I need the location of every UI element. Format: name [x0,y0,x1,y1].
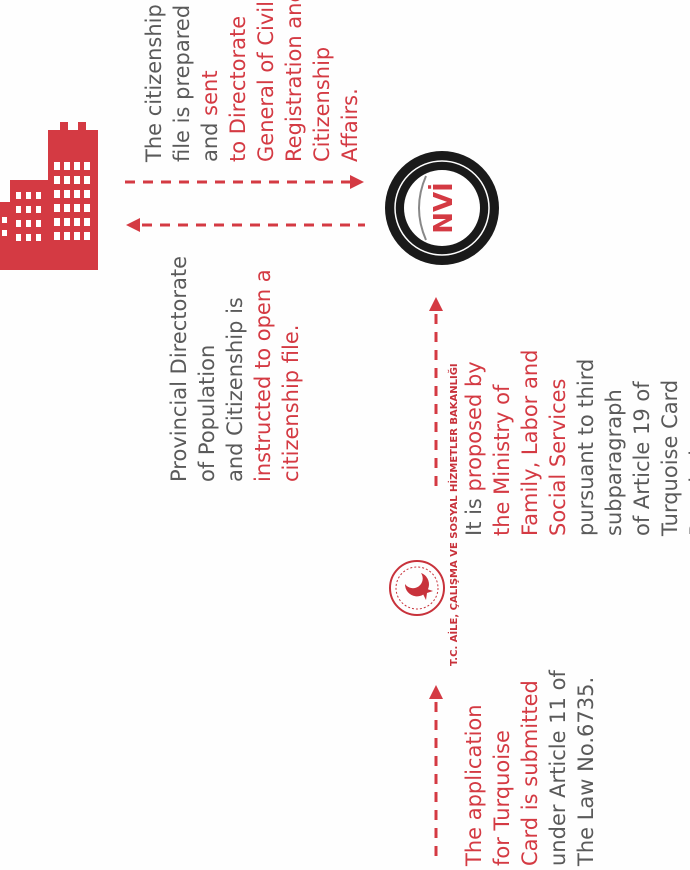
text-line: Provincial Directorate [165,256,193,482]
highlighted-text: Card is submitted [518,680,542,866]
text-line: file is prepared [168,0,196,162]
arrow-proposed-up [429,297,443,487]
plain-text: Provincial Directorate [167,255,191,482]
text-line: It is proposed by [460,350,488,536]
text-line: Citizenship [308,0,336,162]
plain-text: Turquoise Card [658,379,682,536]
plain-text: pursuant to third [574,358,598,536]
ministry-emblem [389,560,445,616]
plain-text: of Article 19 of [630,381,654,536]
text-line: pursuant to third [572,350,600,536]
text-line: citizenship file. [277,256,305,482]
plain-text: The Law No.6735. [574,676,598,866]
text-line: to Directorate [224,0,252,162]
plain-text: of Population [195,344,219,482]
text-line: for Turquoise [488,670,516,866]
highlighted-text: Citizenship [310,46,334,162]
text-line: and Citizenship is [221,256,249,482]
highlighted-text: Affairs. [338,88,362,162]
ministry-name-line2: SOSYAL HİZMETLER BAKANLIĞI [449,363,460,539]
plain-text: Regulation. [686,417,690,536]
highlighted-text: Social Services [546,378,570,537]
highlighted-text: to Directorate [226,15,250,162]
text-line: General of Civil [252,0,280,162]
highlighted-text: instructed to open a [251,269,275,482]
text-line: under Article 11 of [544,670,572,866]
highlighted-text: sent [198,70,222,116]
arrow-application-up [429,685,443,862]
highlighted-text: Registration and [282,0,306,162]
text-line: of Population [193,256,221,482]
plain-text: file is prepared [170,4,194,162]
highlighted-text: for Turquoise [490,730,514,866]
nvi-logo: NVİ [385,151,499,265]
text-line: Regulation. [684,350,690,536]
text-line: Card is submitted [516,670,544,866]
text-line: Family, Labor and [516,350,544,537]
text-line: The citizenship [140,0,168,162]
text-line: Affairs. [336,0,364,162]
highlighted-text: the Ministry of [490,384,514,536]
text-line: The Law No.6735. [572,670,600,866]
highlighted-text: citizenship file. [279,324,303,482]
text-line: The application [460,670,488,866]
plain-text: and Citizenship is [223,297,247,482]
text-line: subparagraph [600,350,628,536]
plain-text: and [198,115,222,162]
plain-text: The citizenship [142,4,166,162]
arrow-to-building [126,218,365,232]
text-line: instructed to open a [249,256,277,482]
text-line: and sent [196,0,224,162]
ministry-name-line1: T.C. AİLE, ÇALIŞMA VE [449,542,460,666]
text-line: the Ministry of [488,350,516,536]
text-line: Social Services [544,350,572,537]
svg-text:NVİ: NVİ [427,182,459,234]
text-line: Registration and [280,0,308,162]
highlighted-text: General of Civil [254,1,278,162]
plain-text: under Article 11 of [546,670,570,866]
highlighted-text: The application [462,704,486,866]
arrow-to-nvi [125,175,364,189]
text-line: Turquoise Card [656,350,684,536]
highlighted-text: proposed by [462,361,486,492]
highlighted-text: Family, Labor and [518,349,542,537]
plain-text: subparagraph [602,389,626,536]
building-icon [0,122,98,270]
text-line: of Article 19 of [628,350,656,536]
plain-text: It is [462,491,486,536]
